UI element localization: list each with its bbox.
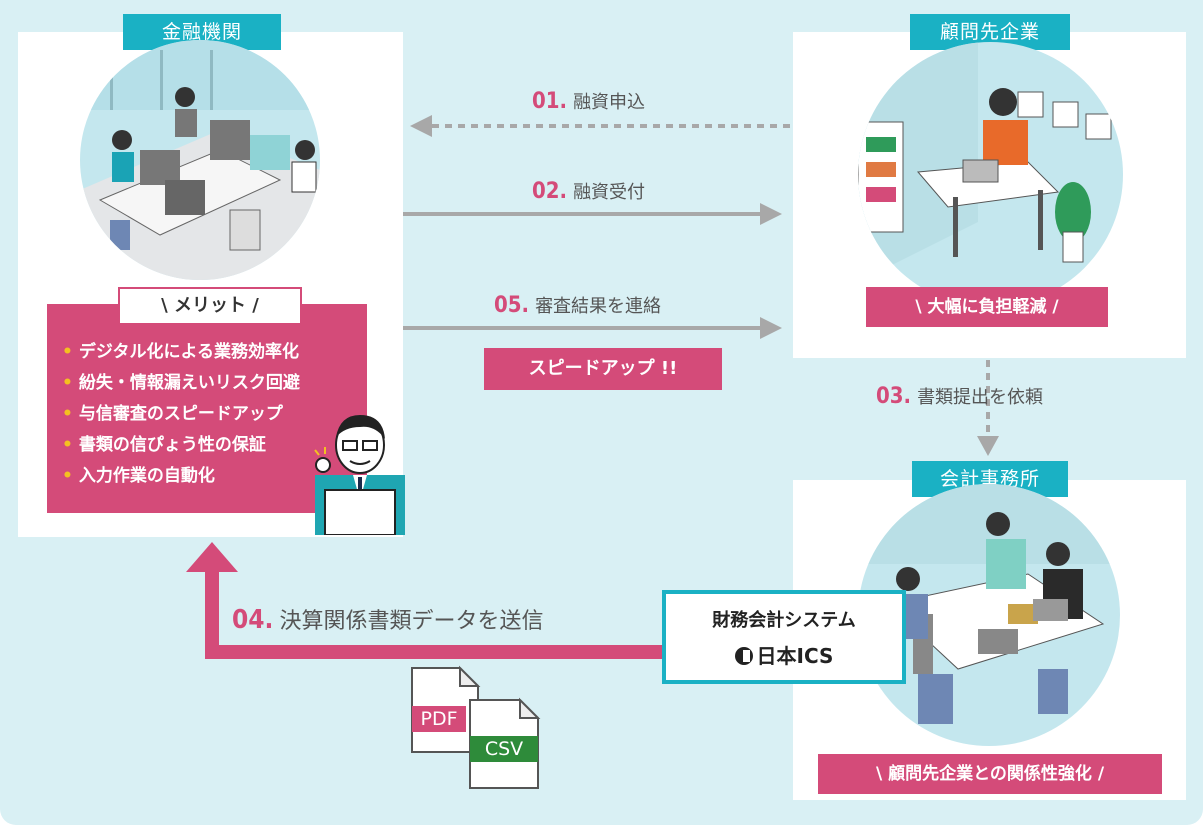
accounting-benefit: \ 顧問先企業との関係性強化 / <box>818 754 1162 794</box>
merit-item: 書類の信ぴょう性の保証 <box>62 430 300 461</box>
system-box: 財務会計システム 日本ICS <box>662 590 906 684</box>
step-label: 決算関係書類データを送信 <box>279 609 544 634</box>
merit-label: \ メリット / <box>118 287 302 325</box>
step-number: 03. <box>876 384 912 409</box>
step-02: 02.融資受付 <box>532 178 645 204</box>
step-number: 05. <box>494 293 530 318</box>
csv-label: CSV <box>484 738 524 760</box>
step-label: 融資受付 <box>573 182 646 203</box>
step-label: 融資申込 <box>573 92 646 113</box>
arrow-05-head <box>760 317 782 339</box>
merit-list: デジタル化による業務効率化 紛失・情報漏えいリスク回避 与信審査のスピードアップ… <box>62 337 300 492</box>
ics-logo-icon <box>734 647 753 665</box>
bank-office-illustration <box>80 40 320 280</box>
businessman-illustration <box>305 405 415 535</box>
speedup-badge: スピードアップ !! <box>484 348 722 390</box>
arrow-02-head <box>760 203 782 225</box>
merit-item: デジタル化による業務効率化 <box>62 337 300 368</box>
step-number: 02. <box>532 179 568 204</box>
client-office-illustration <box>858 42 1123 307</box>
arrow-04-head <box>186 542 238 572</box>
step-03: 03.書類提出を依頼 <box>876 383 1043 409</box>
arrow-01-head <box>410 115 432 137</box>
step-04: 04.決算関係書類データを送信 <box>232 603 543 635</box>
arrow-04 <box>205 568 665 659</box>
system-brand-name: 日本ICS <box>756 644 834 668</box>
arrow-03-head <box>977 436 999 456</box>
step-label: 審査結果を連絡 <box>535 296 662 317</box>
merit-item: 入力作業の自動化 <box>62 461 300 492</box>
step-number: 01. <box>532 89 568 114</box>
client-benefit: \ 大幅に負担軽減 / <box>866 287 1108 327</box>
system-title: 財務会計システム <box>712 610 856 631</box>
step-05: 05.審査結果を連絡 <box>494 292 661 318</box>
merit-item: 与信審査のスピードアップ <box>62 399 300 430</box>
merit-item: 紛失・情報漏えいリスク回避 <box>62 368 300 399</box>
step-label: 書類提出を依頼 <box>917 387 1044 408</box>
step-number: 04. <box>232 605 274 635</box>
pdf-label: PDF <box>420 708 458 730</box>
system-brand: 日本ICS <box>666 640 902 669</box>
step-01: 01.融資申込 <box>532 88 645 114</box>
